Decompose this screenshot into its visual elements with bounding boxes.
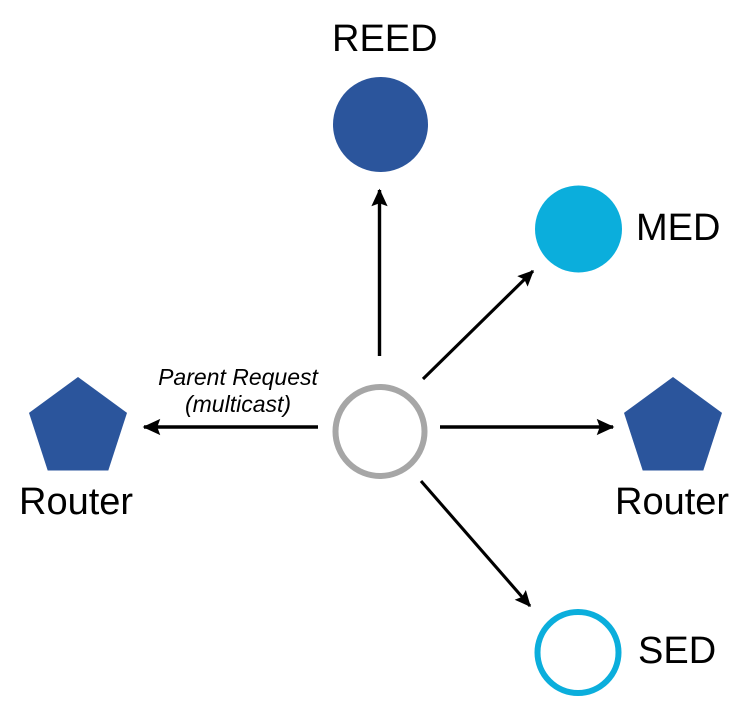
node-label-reed: REED — [332, 18, 438, 60]
node-joining-device[interactable] — [332, 384, 428, 479]
node-med[interactable] — [535, 185, 622, 273]
node-router-right[interactable] — [624, 377, 722, 471]
edge-to-med — [421, 269, 535, 381]
node-reed[interactable] — [333, 77, 428, 172]
node-router-left[interactable] — [29, 377, 127, 471]
edge-label-parent-request: Parent Request (multicast) — [148, 364, 328, 418]
edge-to-sed — [419, 479, 532, 608]
node-label-router-left: Router — [19, 481, 134, 523]
edge-label-line-1: Parent Request — [158, 364, 318, 390]
nodes-layer — [29, 77, 722, 696]
node-sed[interactable] — [534, 609, 622, 696]
node-label-med: MED — [636, 207, 721, 249]
node-label-sed: SED — [638, 630, 717, 672]
edges-layer — [142, 188, 615, 608]
node-label-router-right: Router — [615, 481, 730, 523]
edge-label-line-2: (multicast) — [184, 391, 292, 418]
